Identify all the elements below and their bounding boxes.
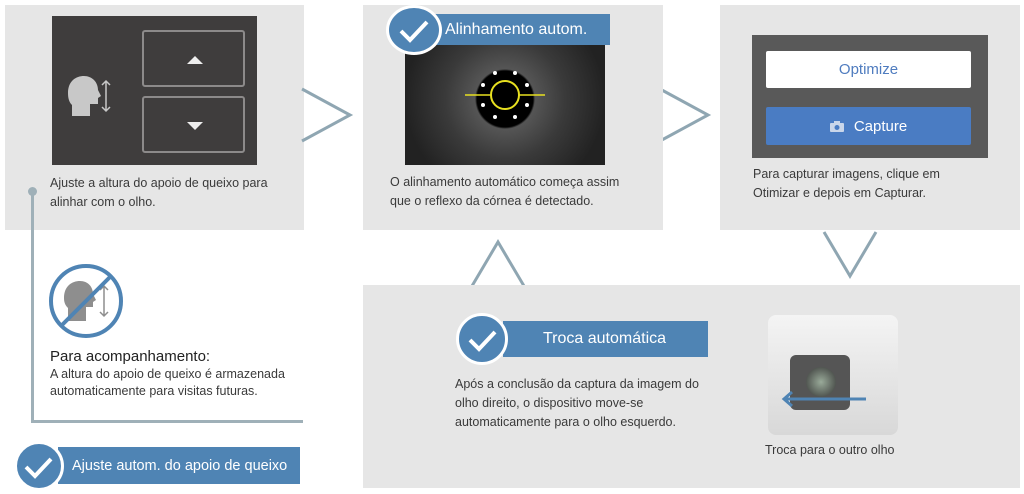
connector-dot bbox=[28, 187, 37, 196]
camera-icon bbox=[829, 120, 844, 132]
followup-title: Para acompanhamento: bbox=[50, 348, 211, 365]
chinrest-auto-badge: Ajuste autom. do apoio de queixo bbox=[58, 447, 300, 484]
check-icon bbox=[14, 441, 64, 491]
step-capture-panel: Optimize Capture Para capturar imagens, … bbox=[720, 5, 1020, 230]
device-caption: Troca para o outro olho bbox=[765, 443, 895, 457]
capture-screen: Optimize Capture bbox=[752, 35, 988, 158]
chinrest-control-screen bbox=[52, 16, 257, 165]
eye-image bbox=[405, 45, 605, 165]
followup-connector bbox=[31, 192, 303, 423]
arrow-up-icon bbox=[187, 56, 203, 64]
check-icon bbox=[456, 313, 508, 365]
step4-caption: Após a conclusão da captura da imagem do… bbox=[455, 377, 699, 429]
step2-caption: O alinhamento automático começa assim qu… bbox=[390, 175, 620, 208]
step-autoswitch-panel: Troca automática Após a conclusão da cap… bbox=[363, 285, 1020, 488]
arrow-down-icon bbox=[187, 122, 203, 130]
chinrest-down-button[interactable] bbox=[142, 96, 245, 153]
device-image bbox=[768, 315, 898, 435]
capture-button[interactable]: Capture bbox=[766, 107, 971, 145]
capture-label: Capture bbox=[853, 117, 908, 135]
followup-text: A altura do apoio de queixo é armazenada… bbox=[50, 367, 285, 398]
optimize-label: Optimize bbox=[838, 61, 899, 78]
arrow-left-icon bbox=[781, 391, 866, 407]
step1-caption: Ajuste a altura do apoio de queixo para … bbox=[50, 176, 268, 209]
arrow-up-icon bbox=[470, 239, 526, 287]
arrow-right-icon bbox=[659, 87, 712, 143]
step-alignment-panel: Alinhamento autom. O alinhamento automát… bbox=[363, 5, 663, 230]
head-height-icon bbox=[68, 76, 111, 116]
arrow-right-icon bbox=[301, 87, 354, 143]
optimize-button[interactable]: Optimize bbox=[766, 51, 971, 88]
chinrest-auto-badge-label: Ajuste autom. do apoio de queixo bbox=[72, 457, 288, 474]
alignment-badge-label: Alinhamento autom. bbox=[445, 20, 588, 38]
autoswitch-badge: Troca automática bbox=[503, 321, 708, 357]
chinrest-up-button[interactable] bbox=[142, 30, 245, 87]
autoswitch-badge-label: Troca automática bbox=[543, 330, 667, 347]
step3-caption: Para capturar imagens, clique em Otimiza… bbox=[753, 167, 940, 200]
step-chinrest-panel: Ajuste a altura do apoio de queixo para … bbox=[5, 5, 304, 230]
alignment-badge: Alinhamento autom. bbox=[433, 14, 610, 45]
check-icon bbox=[386, 5, 442, 55]
no-chinrest-adjust-icon bbox=[49, 264, 123, 338]
arrow-down-icon bbox=[822, 231, 878, 279]
